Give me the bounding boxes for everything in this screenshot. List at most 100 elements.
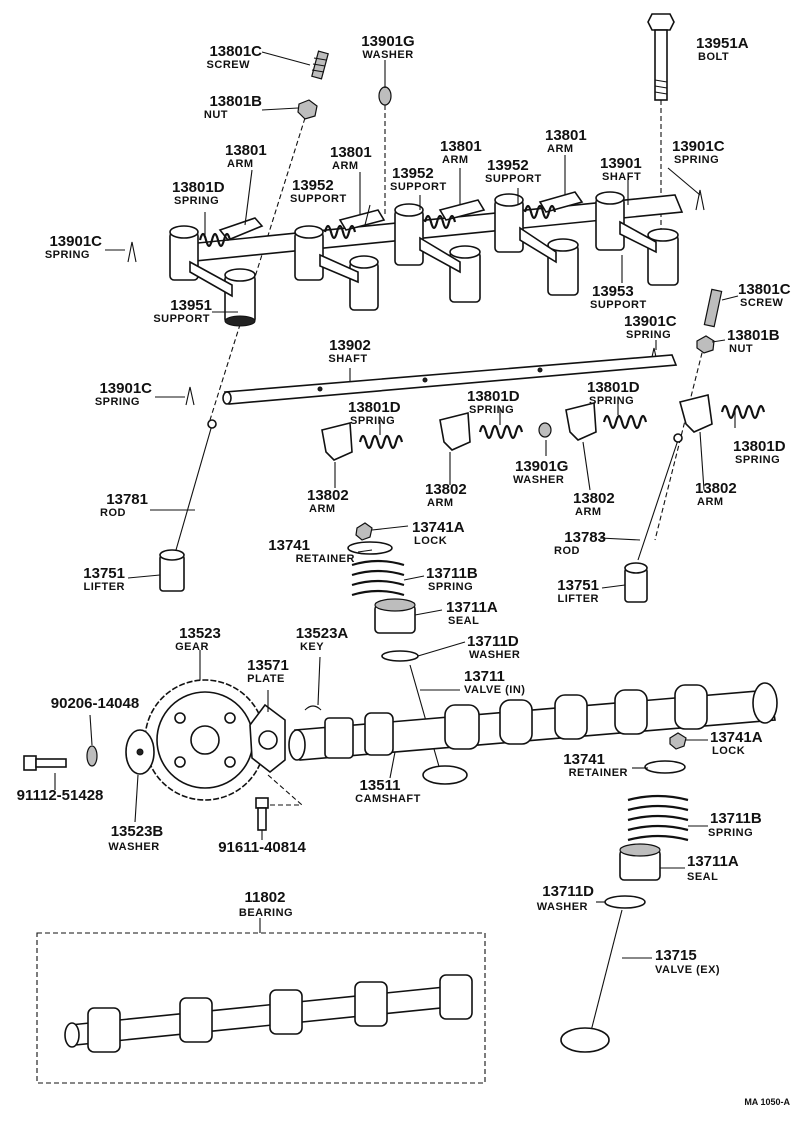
label-13801b-top-number: 13801B <box>209 93 262 110</box>
label-13952-1-name: SUPPORT <box>290 193 347 205</box>
label-13715-number: 13715 <box>655 947 697 964</box>
label-13801-1-name: ARM <box>227 158 254 170</box>
label-13801d-a-name: SPRING <box>350 415 395 427</box>
label-13802-c-number: 13802 <box>573 490 615 507</box>
label-13783-name: ROD <box>554 545 580 557</box>
shaft-13902-part <box>222 354 678 405</box>
rod-13783-part <box>637 433 683 561</box>
label-13802-d-name: ARM <box>697 496 724 508</box>
label-13523b-name: WASHER <box>108 841 159 853</box>
label-13801d-b-name: SPRING <box>469 404 514 416</box>
label-13952-3-number: 13952 <box>487 157 529 174</box>
label-13802-a-name: ARM <box>309 503 336 515</box>
label-13901g-mid-number: 13901G <box>515 458 568 475</box>
label-13801b-top-name: NUT <box>204 109 228 121</box>
label-11802-number: 11802 <box>245 889 286 906</box>
lifter-13751-left-part <box>159 549 185 592</box>
label-13711d-bot-name: WASHER <box>537 901 588 913</box>
label-13901g-mid-name: WASHER <box>513 474 564 486</box>
label-13801-2-name: ARM <box>332 160 359 172</box>
label-13802-b-name: ARM <box>427 497 454 509</box>
clip-13901c-lower-part <box>185 386 195 406</box>
label-13901g-top-name: WASHER <box>362 49 413 61</box>
label-13901c-left-name: SPRING <box>45 249 90 261</box>
label-13952-1-number: 13952 <box>292 177 334 194</box>
label-13901-shaft-name: SHAFT <box>602 171 641 183</box>
nut-13801b-top-part <box>297 99 318 120</box>
label-13801d-top-name: SPRING <box>174 195 219 207</box>
label-13951a-name: BOLT <box>698 51 729 63</box>
leader-lines <box>54 51 739 959</box>
bearing-camshaft-part <box>64 974 473 1053</box>
label-13523-number: 13523 <box>179 625 221 642</box>
washer-13901g-top-part <box>378 86 392 106</box>
diagram-reference-code: MA 1050-A <box>744 1097 790 1107</box>
label-13523-name: GEAR <box>175 641 209 653</box>
label-13741a-bot-number: 13741A <box>710 729 763 746</box>
label-13801c-right-number: 13801C <box>738 281 791 298</box>
label-13801d-d-name: SPRING <box>735 454 780 466</box>
label-13511-name: CAMSHAFT <box>355 793 421 805</box>
camshaft-13511-part <box>288 682 778 761</box>
label-13741-bot-number: 13741 <box>563 751 605 768</box>
label-13801b-right-number: 13801B <box>727 327 780 344</box>
clip-13901c-tr-part <box>695 189 705 211</box>
label-13802-c-name: ARM <box>575 506 602 518</box>
label-13711-number: 13711 <box>464 668 505 685</box>
label-13783-number: 13783 <box>564 529 606 546</box>
label-13523a-number: 13523A <box>296 625 349 642</box>
label-13802-b-number: 13802 <box>425 481 467 498</box>
label-13951-name: SUPPORT <box>153 313 210 325</box>
label-13571-name: PLATE <box>247 673 285 685</box>
label-13523b-number: 13523B <box>111 823 164 840</box>
rocker-arms-lower <box>321 394 766 461</box>
key-13523a-part <box>304 705 322 711</box>
bearing-11802-box <box>36 932 486 1084</box>
label-13801d-a-number: 13801D <box>348 399 401 416</box>
nut-13801b-right-part <box>696 335 715 354</box>
label-13953-name: SUPPORT <box>590 299 647 311</box>
label-13711d-bot-number: 13711D <box>542 883 594 900</box>
label-13711b-bot-name: SPRING <box>708 827 753 839</box>
label-13901c-tr-number: 13901C <box>672 138 725 155</box>
label-13952-3-name: SUPPORT <box>485 173 542 185</box>
label-13901-shaft-number: 13901 <box>600 155 642 172</box>
label-13801-4-number: 13801 <box>545 127 587 144</box>
rod-13781-part <box>175 419 217 551</box>
label-13951-number: 13951 <box>170 297 212 314</box>
screw-13801c-top-part <box>311 50 329 80</box>
label-13751-left-name: LIFTER <box>84 581 126 593</box>
label-13711a-top-number: 13711A <box>446 599 498 616</box>
label-13951a-number: 13951A <box>696 35 749 52</box>
label-13711-name: VALVE (IN) <box>464 684 525 696</box>
label-13802-a-number: 13802 <box>307 487 349 504</box>
label-13801b-right-name: NUT <box>729 343 753 355</box>
rocker-assembly-upper <box>169 191 684 327</box>
label-13901c-left-number: 13901C <box>49 233 102 250</box>
label-13751-right-name: LIFTER <box>558 593 600 605</box>
label-13801c-right-name: SCREW <box>740 297 784 309</box>
label-13801-1-number: 13801 <box>225 142 267 159</box>
washer-90206-part <box>86 745 98 767</box>
label-13801c-top-name: SCREW <box>207 59 251 71</box>
label-13801d-top-number: 13801D <box>172 179 225 196</box>
screw-13801c-right-part <box>703 288 723 328</box>
label-13711a-bot-number: 13711A <box>687 853 739 870</box>
label-91112-number: 91112-51428 <box>17 787 104 804</box>
label-13741a-bot-name: LOCK <box>712 745 745 757</box>
label-13801d-c-name: SPRING <box>589 395 634 407</box>
illustration <box>23 13 778 1084</box>
label-90206-number: 90206-14048 <box>51 695 139 712</box>
label-13902-number: 13902 <box>329 337 371 354</box>
callout-labels: 13801C SCREW 13901G WASHER 13951A BOLT 1… <box>17 33 791 1107</box>
bolt-91112-part <box>23 755 67 771</box>
label-13741-top-name: RETAINER <box>296 553 355 565</box>
label-13902-name: SHAFT <box>328 353 367 365</box>
label-13711d-top-name: WASHER <box>469 649 520 661</box>
alignment-line-1 <box>209 117 306 421</box>
label-13901c-tr-name: SPRING <box>674 154 719 166</box>
label-13741-bot-name: RETAINER <box>569 767 628 779</box>
valve-stack-exhaust <box>560 732 689 1053</box>
label-13715-name: VALVE (EX) <box>655 964 720 976</box>
label-13741a-top-number: 13741A <box>412 519 465 536</box>
